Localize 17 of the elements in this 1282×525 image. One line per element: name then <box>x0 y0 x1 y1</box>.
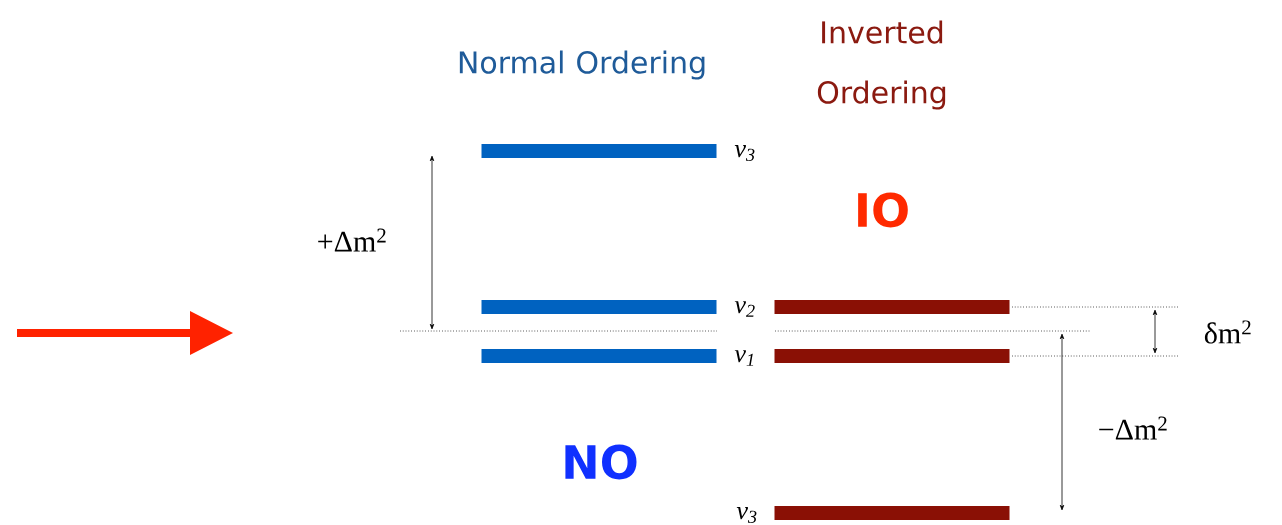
energy-level-bar <box>481 349 717 363</box>
energy-level-bar <box>774 300 1010 314</box>
energy-level-bar <box>774 349 1010 363</box>
level-label: ν$_{1}$ <box>734 350 754 366</box>
dimension-label: −Δm$^{2}$ <box>1099 416 1167 440</box>
energy-level-bar <box>481 144 717 158</box>
dimension-label: δm$^{2}$ <box>1204 320 1251 344</box>
heading: Inverted Ordering <box>817 20 946 110</box>
heading: Normal Ordering <box>459 50 705 80</box>
level-label: ν$_{3}$ <box>734 145 755 161</box>
ordering-label: IO <box>858 192 908 228</box>
energy-level-bar <box>481 300 717 314</box>
ordering-label: NO <box>565 444 637 480</box>
level-label: ν$_{2}$ <box>734 301 755 317</box>
dimension-label: +Δm$^{2}$ <box>318 228 386 252</box>
energy-level-bar <box>774 506 1010 520</box>
level-label: ν$_{3}$ <box>736 507 757 523</box>
